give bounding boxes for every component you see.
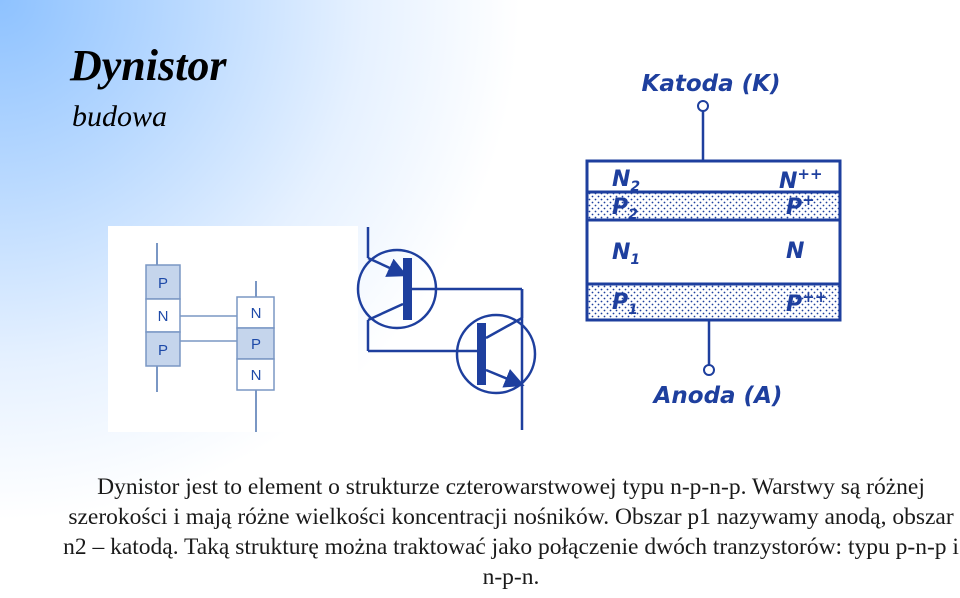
lower-transistor-emitter-diag <box>485 368 525 388</box>
anode-terminal <box>703 364 715 376</box>
left-stack-layer-p-bottom <box>145 331 181 367</box>
layer-p2-name: P2 <box>612 195 638 223</box>
right-stack-label-1: N <box>251 305 262 322</box>
cathode-label: Katoda (K) <box>642 71 781 97</box>
description-text: Dynistor jest to element o strukturze cz… <box>63 474 959 590</box>
left-stack-layer-p-top <box>145 264 181 300</box>
transistor-schematic <box>356 227 537 430</box>
layer-n1-doping: N <box>786 239 804 264</box>
layer-n1 <box>585 218 842 286</box>
right-stack-label-2: P <box>251 336 261 353</box>
layer-p2-doping: P+ <box>786 191 815 220</box>
layer-p1 <box>585 282 842 322</box>
upper-transistor-collector-diag <box>367 302 404 322</box>
cathode-terminal <box>697 100 709 112</box>
layer-n2-doping: N++ <box>779 165 823 194</box>
lower-transistor-collector-diag <box>485 316 523 340</box>
layer-n2 <box>585 159 842 194</box>
left-stack-label-1: P <box>158 275 168 292</box>
lower-transistor-circle <box>455 313 537 395</box>
layer-p1-name: P1 <box>612 290 638 318</box>
upper-transistor-emitter-diag <box>367 256 408 277</box>
block-model: P N P N P N <box>108 226 358 432</box>
layer-structure: Katoda (K) N2 P2 N1 P1 N++ P+ N P++ Anod… <box>572 60 888 422</box>
left-stack-label-2: N <box>158 308 169 325</box>
slide-title: Dynistor <box>70 41 227 90</box>
right-stack-label-3: N <box>251 367 262 384</box>
right-stack-layer-n-bottom <box>236 358 275 391</box>
layer-n2-name: N2 <box>612 167 640 195</box>
lower-transistor-base-bar <box>477 323 486 385</box>
right-stack-layer-p <box>236 327 275 360</box>
slide-subtitle: budowa <box>72 100 168 133</box>
upper-transistor-base-bar <box>403 258 412 320</box>
layer-p1-doping: P++ <box>786 288 827 317</box>
layer-n1-name: N1 <box>612 240 640 268</box>
left-stack-label-3: P <box>158 342 168 359</box>
anode-label: Anoda (A) <box>652 383 783 409</box>
right-stack-layer-n-top <box>236 296 275 329</box>
